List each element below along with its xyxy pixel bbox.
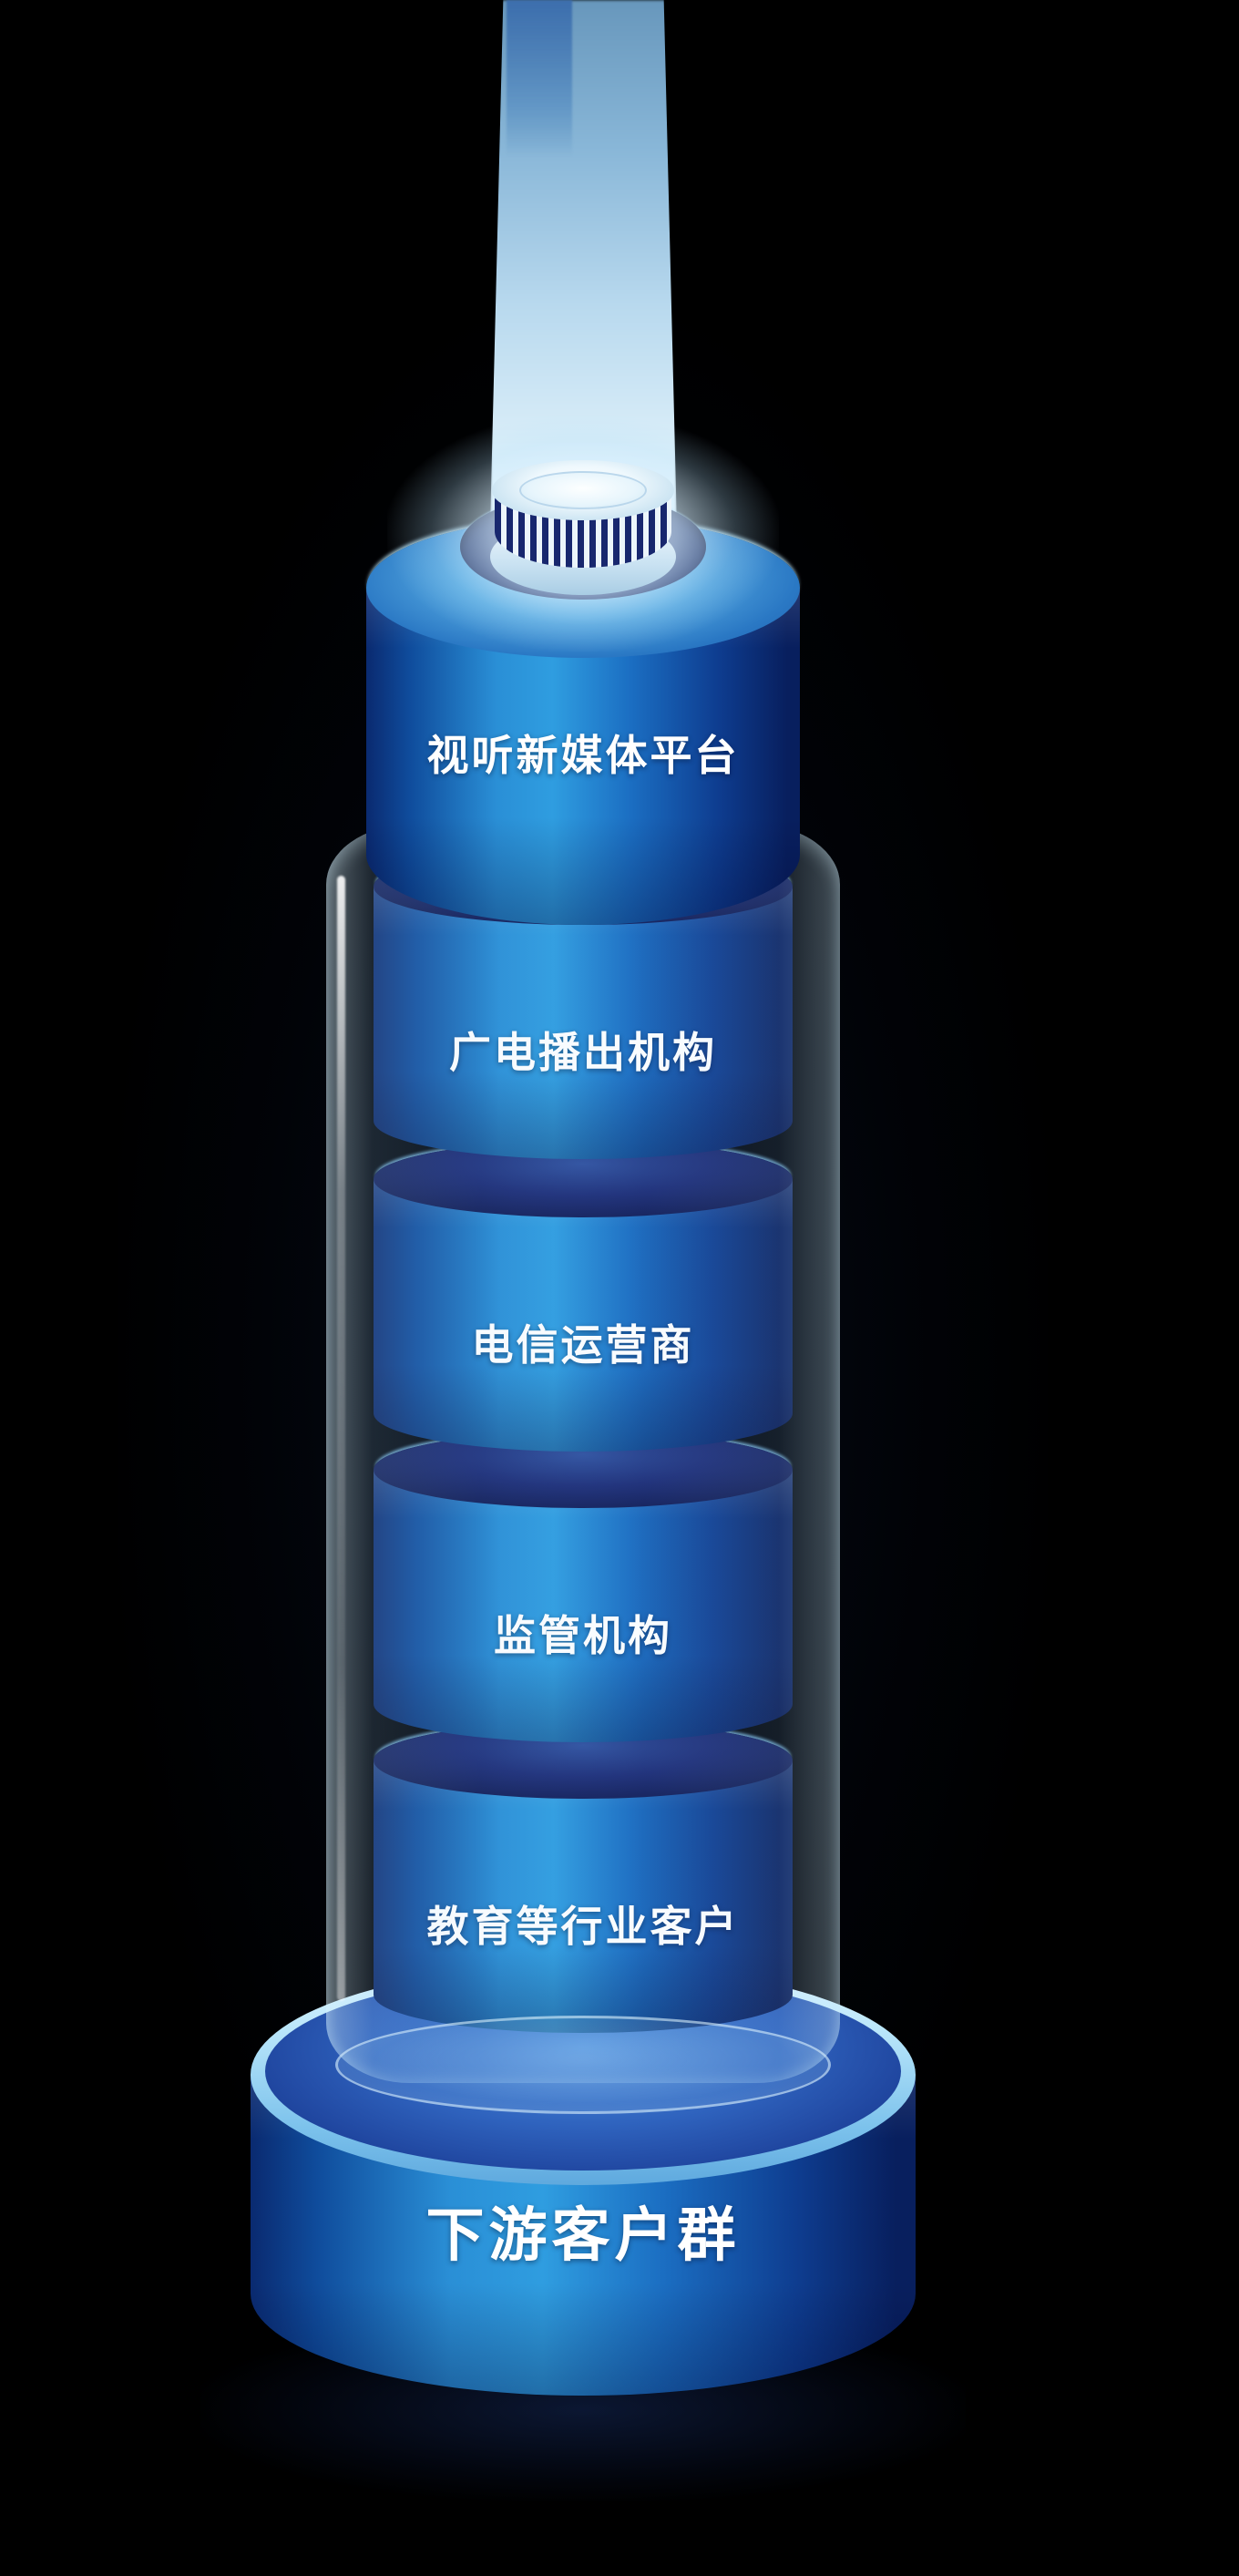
glass-tube <box>326 825 840 2083</box>
light-beam-core <box>507 0 572 157</box>
glass-tube-bottom-rim <box>335 2016 831 2114</box>
cap-top-inner-ring <box>519 471 647 509</box>
layer-label: 视听新媒体平台 <box>426 732 740 780</box>
base-label: 下游客户群 <box>425 2201 741 2268</box>
cap-knob <box>486 460 680 597</box>
